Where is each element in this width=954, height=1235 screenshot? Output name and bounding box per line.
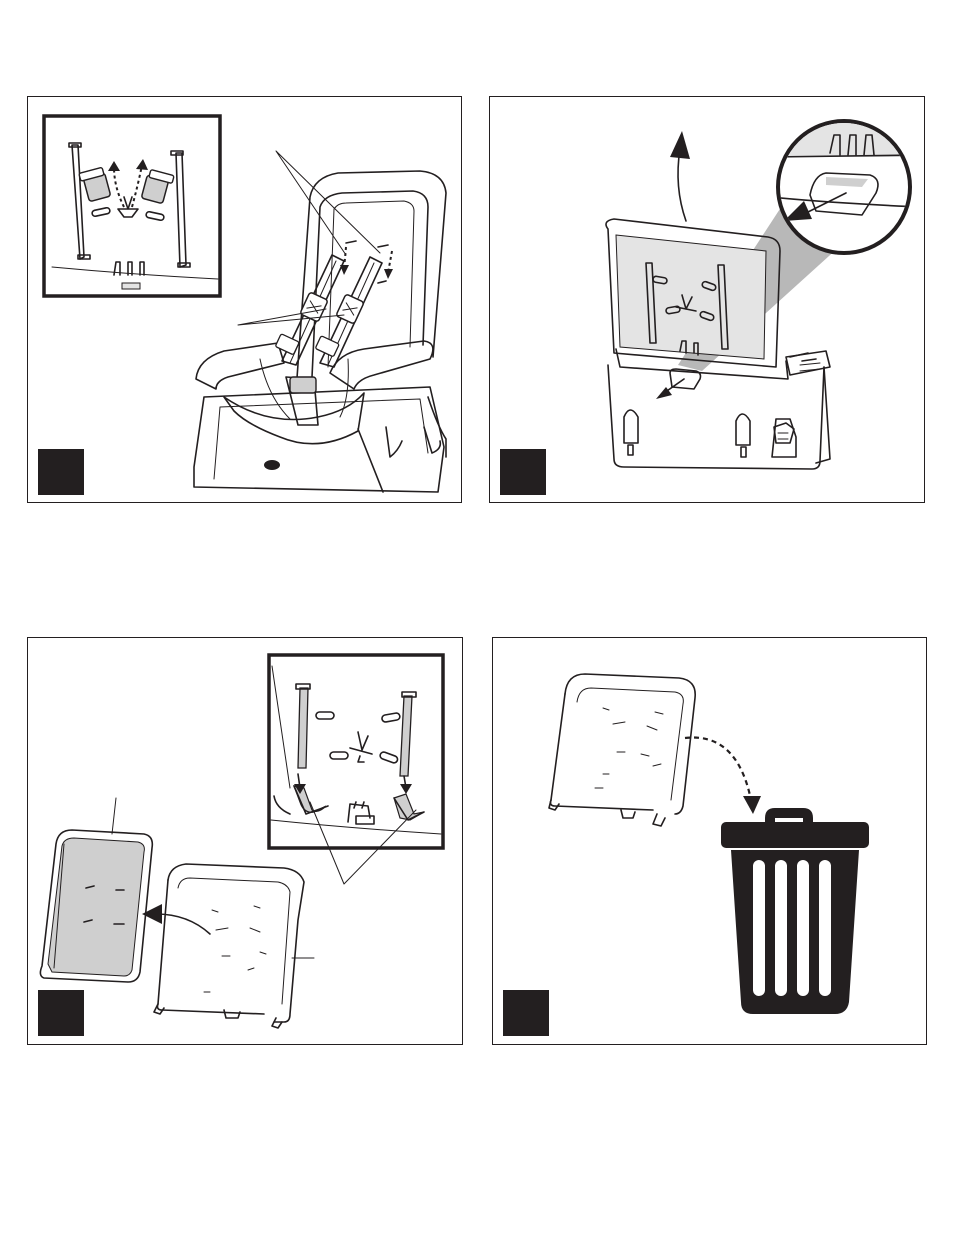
dashed-arrow-icon bbox=[685, 738, 751, 800]
trash-can-icon bbox=[721, 808, 869, 1014]
step-label bbox=[38, 990, 84, 1036]
step-label bbox=[38, 449, 84, 495]
seat-back bbox=[565, 674, 695, 814]
step-label bbox=[503, 990, 549, 1036]
discard-seat-back-illustration bbox=[493, 638, 928, 1046]
step-panel-3 bbox=[27, 637, 463, 1045]
pad-removal-illustration bbox=[28, 638, 464, 1046]
seat-back bbox=[168, 864, 304, 1022]
step-label bbox=[500, 449, 546, 495]
harness-removal-illustration bbox=[28, 97, 463, 504]
seat-back-lift-illustration bbox=[490, 97, 926, 504]
step-panel-2 bbox=[489, 96, 925, 503]
step-panel-4 bbox=[492, 637, 927, 1045]
high-chair-drawing bbox=[194, 151, 446, 492]
step-panel-1 bbox=[27, 96, 462, 503]
